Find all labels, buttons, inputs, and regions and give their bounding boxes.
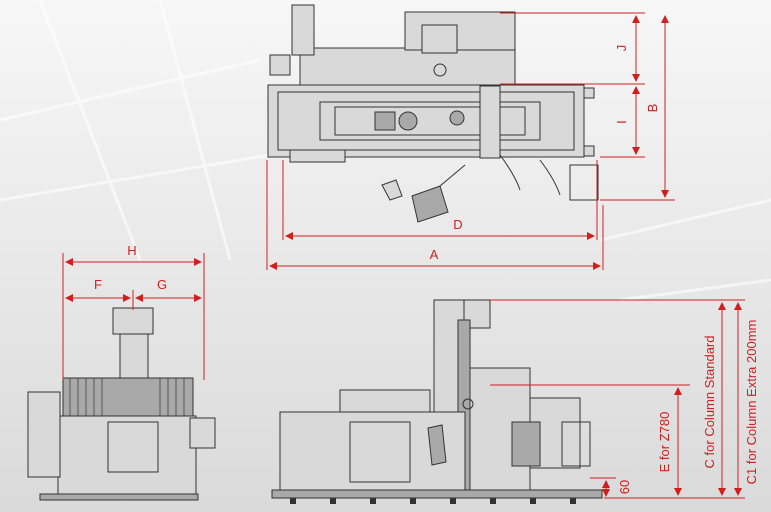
label-d: D <box>453 217 462 232</box>
side-view-machine <box>271 299 603 504</box>
dimension-a: A <box>266 160 604 270</box>
front-view-machine <box>27 307 216 501</box>
dimension-b: B <box>600 15 675 201</box>
background-grid-pattern <box>0 0 771 300</box>
label-h: H <box>127 243 136 258</box>
label-c: C for Column Standard <box>702 336 717 469</box>
dimension-h: H <box>62 243 205 380</box>
dimension-c: C for Column Standard <box>490 299 745 499</box>
dimension-d: D <box>282 160 598 240</box>
dimension-j: J <box>500 12 645 85</box>
label-i: I <box>614 120 629 124</box>
dimension-f: F <box>65 277 134 310</box>
dimension-g: G <box>135 277 202 302</box>
top-view-machine <box>267 4 599 223</box>
label-e: E for Z780 <box>657 412 672 473</box>
label-a: A <box>430 247 439 262</box>
dimension-i: I <box>600 86 645 158</box>
label-b: B <box>645 104 660 113</box>
label-c1: C1 for Column Extra 200mm <box>744 320 759 485</box>
label-60: 60 <box>617 480 632 494</box>
dimension-e: E for Z780 <box>490 384 690 496</box>
dimension-60: 60 <box>590 477 632 497</box>
label-f: F <box>94 277 102 292</box>
dimension-c1: C1 for Column Extra 200mm <box>734 302 759 496</box>
label-g: G <box>157 277 167 292</box>
label-j: J <box>614 45 629 52</box>
